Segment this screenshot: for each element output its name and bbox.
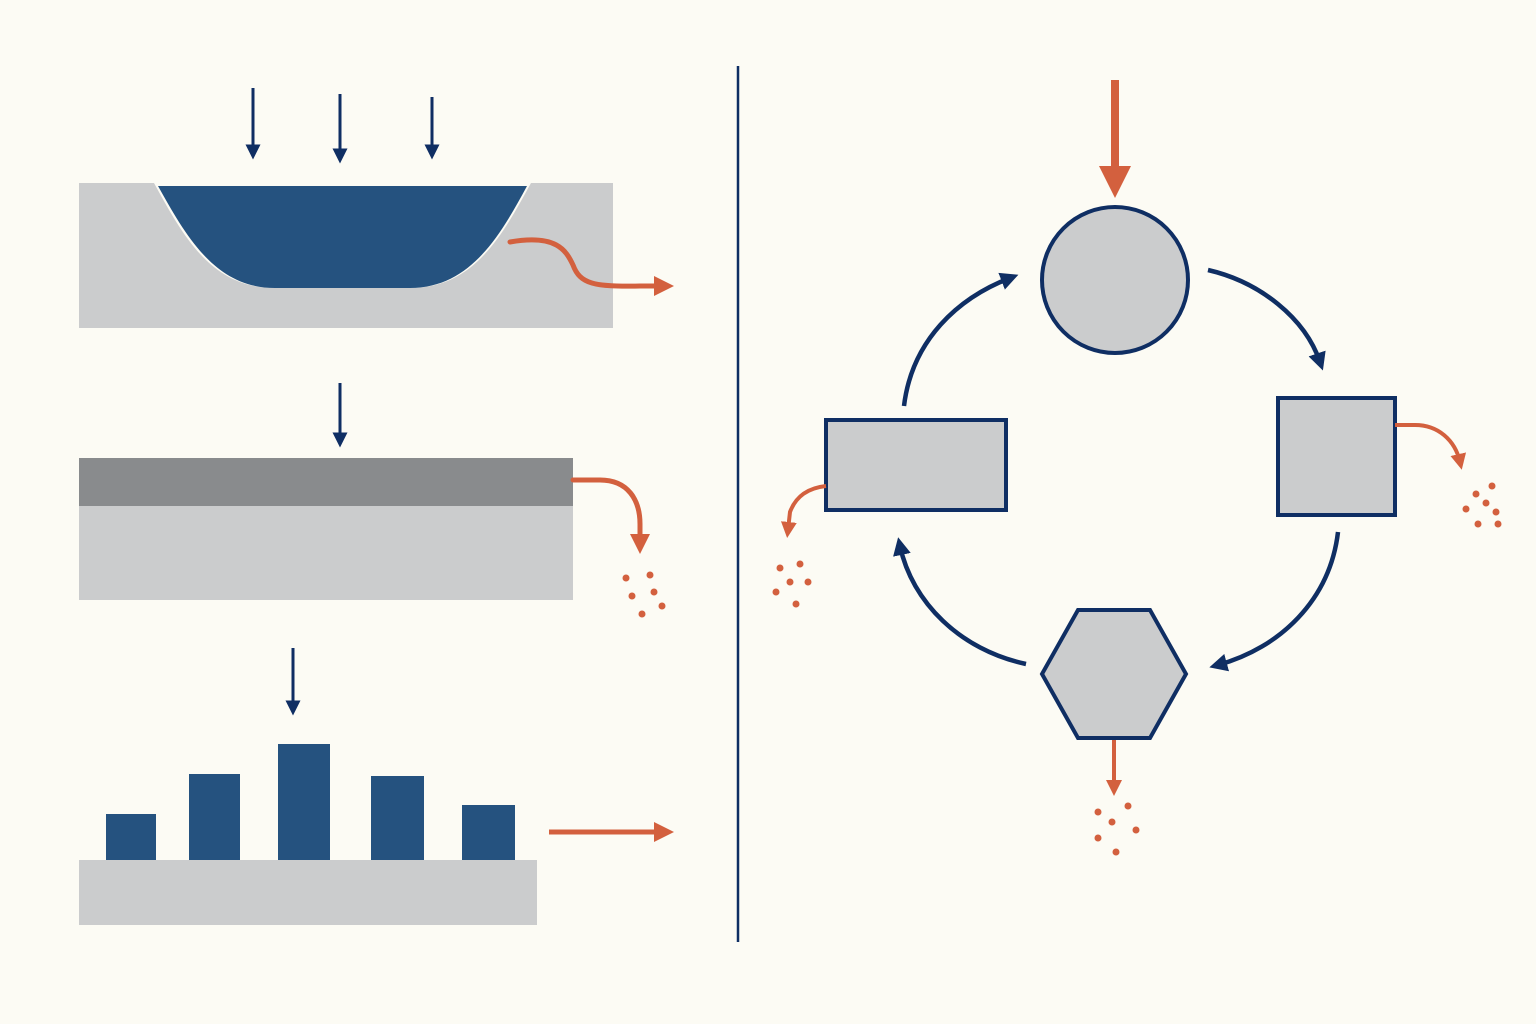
rectangle-output bbox=[772, 484, 827, 608]
bar-3 bbox=[278, 744, 330, 860]
particles-icon bbox=[622, 571, 666, 618]
bar-4 bbox=[371, 776, 424, 860]
bar-1 bbox=[106, 814, 156, 860]
cycle-arrows bbox=[893, 267, 1341, 672]
cycle-node-circle bbox=[1040, 205, 1190, 355]
basin-fill bbox=[158, 186, 527, 288]
bar-base bbox=[79, 860, 537, 925]
bar-diagram bbox=[79, 648, 674, 925]
output-arrow-icon bbox=[1395, 423, 1467, 470]
base-layer bbox=[79, 506, 573, 600]
cycle-node-hexagon bbox=[1039, 608, 1189, 740]
layer-diagram bbox=[79, 383, 666, 618]
basin-input-arrows bbox=[245, 88, 440, 164]
top-layer bbox=[79, 458, 573, 506]
cycle-node-rectangle bbox=[824, 418, 1008, 512]
cycle-node-square bbox=[1276, 396, 1397, 517]
square-output bbox=[1395, 423, 1502, 528]
basin-output-arrow-icon bbox=[507, 237, 674, 296]
particles-icon bbox=[1094, 802, 1140, 856]
cycle-arrow-icon bbox=[893, 537, 1027, 667]
bar-group bbox=[106, 744, 515, 860]
basin-diagram bbox=[79, 88, 674, 328]
hexagon-output bbox=[1094, 740, 1140, 856]
left-panel bbox=[79, 88, 674, 925]
cycle-arrow-icon bbox=[1209, 531, 1341, 672]
bar-5 bbox=[462, 805, 515, 860]
particles-icon bbox=[772, 560, 812, 608]
layer-output-arrow-icon bbox=[570, 477, 650, 554]
cycle-arrow-icon bbox=[901, 272, 1019, 407]
right-panel bbox=[772, 80, 1502, 856]
output-arrow-icon bbox=[780, 484, 827, 538]
particles-icon bbox=[1462, 482, 1502, 528]
basin-substrate bbox=[79, 183, 613, 328]
cycle-arrow-icon bbox=[1207, 267, 1326, 371]
bar-2 bbox=[189, 774, 240, 860]
